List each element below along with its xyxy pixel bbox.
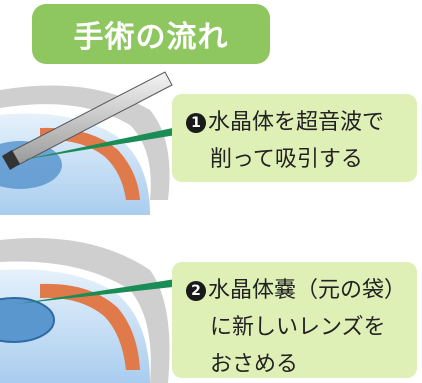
step-number-badge: 2 bbox=[186, 281, 206, 301]
leader-line-step-1 bbox=[22, 126, 182, 160]
step-number-badge: 1 bbox=[186, 113, 206, 133]
leader-line-step-2 bbox=[16, 278, 182, 304]
sclera-shape bbox=[0, 85, 170, 200]
callout-step-2-line-3: おさめる bbox=[210, 352, 299, 377]
eye-illustration-step-1 bbox=[0, 71, 182, 215]
diagram-title: 手術の流れ bbox=[73, 20, 229, 55]
ultrasound-probe bbox=[2, 71, 173, 170]
eye-body-shape bbox=[0, 269, 150, 383]
iris-shape bbox=[40, 283, 140, 370]
sclera-shape bbox=[0, 238, 170, 383]
intraocular-lens-shape bbox=[0, 297, 55, 343]
eye-illustration-step-2 bbox=[0, 238, 182, 383]
callout-step-1-line-2: 削って吸引する bbox=[210, 147, 363, 172]
callout-step-2-line-2: に新しいレンズを bbox=[210, 315, 386, 340]
title-badge: 手術の流れ bbox=[32, 4, 270, 64]
